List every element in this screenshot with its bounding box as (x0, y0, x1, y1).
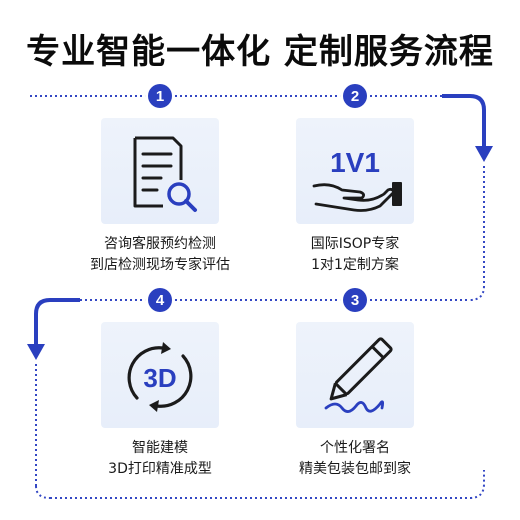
arrow-down-left-icon (27, 344, 45, 360)
step-1-caption: 咨询客服预约检测 到店检测现场专家评估 (60, 234, 260, 276)
3d-label: 3D (143, 363, 176, 393)
3d-rotate-icon: 3D (127, 342, 193, 412)
step-number-badge: 1 (148, 84, 172, 108)
step-4-line1: 智能建模 (132, 440, 188, 456)
step-1-line2: 到店检测现场专家评估 (90, 257, 230, 273)
step-1-line1: 咨询客服预约检测 (104, 236, 216, 252)
step-4-line2: 3D打印精准成型 (108, 461, 212, 477)
step-card-1 (101, 118, 219, 224)
document-search-icon (133, 136, 197, 212)
step-number-badge: 4 (148, 288, 172, 312)
step-2-caption: 国际ISOP专家 1对1定制方案 (255, 234, 455, 276)
hand-1v1-label: 1V1 (330, 147, 380, 178)
step-card-2: 1V1 (296, 118, 414, 224)
step-number-badge: 3 (343, 288, 367, 312)
step-card-3 (296, 322, 414, 428)
step-card-4: 3D (101, 322, 219, 428)
step-2-line1: 国际ISOP专家 (310, 236, 400, 252)
step-number-badge: 2 (343, 84, 367, 108)
step-3-line2: 精美包装包邮到家 (299, 461, 411, 477)
step-3-line1: 个性化署名 (320, 440, 390, 456)
page-title: 专业智能一体化 定制服务流程 (26, 32, 494, 72)
step-3-caption: 个性化署名 精美包装包邮到家 (255, 438, 455, 480)
step-2-line2: 1对1定制方案 (311, 257, 399, 273)
arrow-down-right-icon (475, 146, 493, 162)
pen-signature-icon (324, 337, 393, 413)
step-4-caption: 智能建模 3D打印精准成型 (60, 438, 260, 480)
hand-1v1-icon: 1V1 (312, 147, 402, 212)
